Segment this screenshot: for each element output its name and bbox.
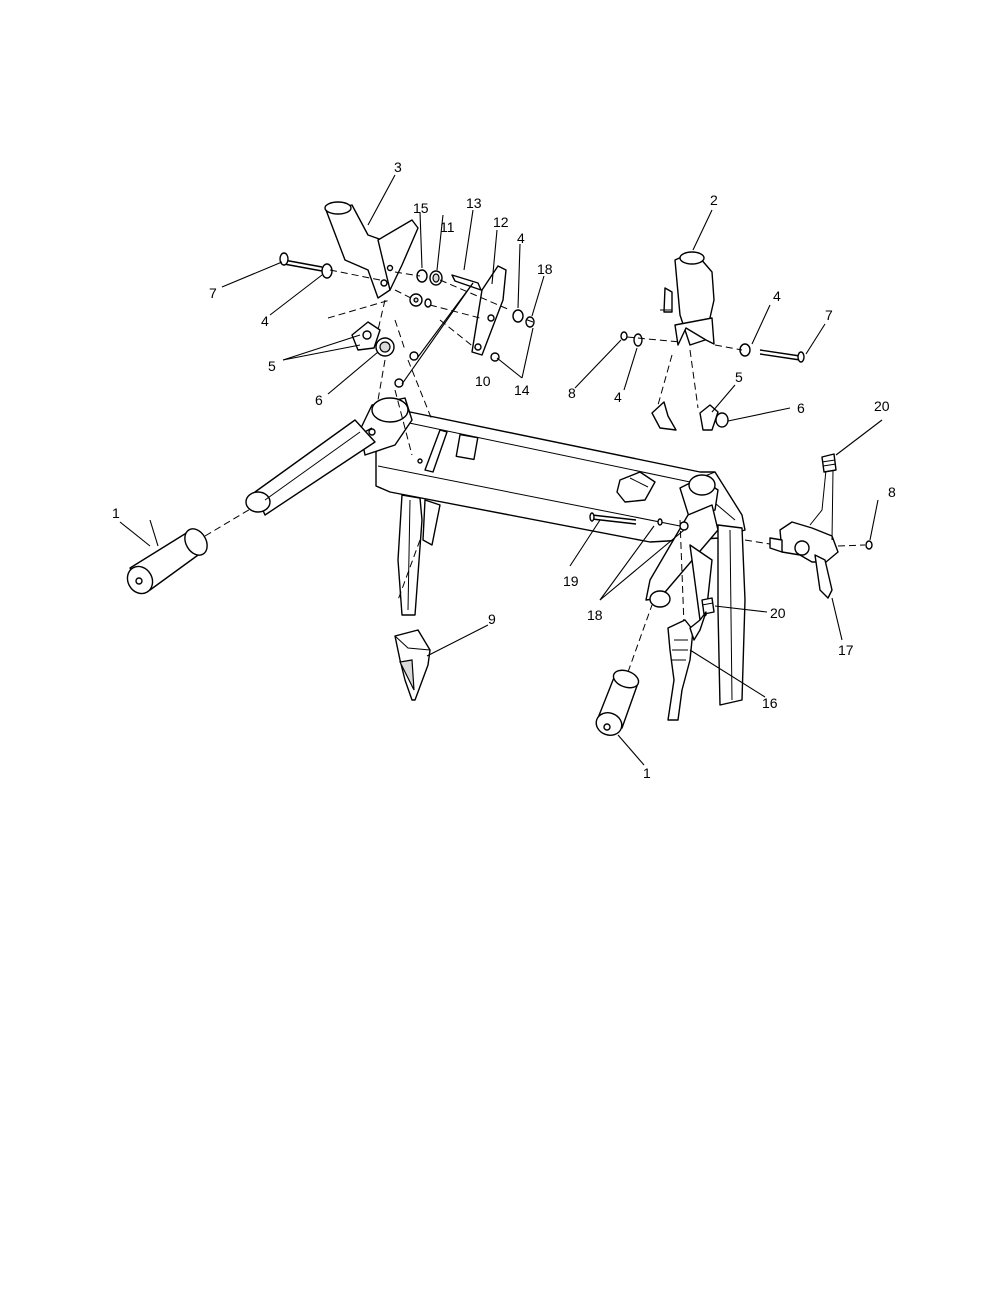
callout-17: 17: [838, 642, 854, 658]
right-handle-grip: [595, 669, 640, 736]
callout-4-b: 4: [517, 230, 525, 246]
callout-10: 10: [475, 373, 491, 389]
callout-9: 9: [488, 611, 496, 627]
callout-16: 16: [762, 695, 778, 711]
handle-frame: [245, 397, 746, 706]
callout-6-left: 6: [315, 392, 323, 408]
callout-12: 12: [493, 214, 509, 230]
callout-5-left: 5: [268, 358, 276, 374]
leader-lines: [119, 174, 883, 766]
left-hardware: [279, 252, 535, 388]
callout-5-right: 5: [735, 369, 743, 385]
callout-1-left: 1: [112, 505, 120, 521]
callout-7-left: 7: [209, 285, 217, 301]
callout-4-a: 4: [261, 313, 269, 329]
center-bolt: [589, 512, 689, 531]
callout-20-b: 20: [770, 605, 786, 621]
callout-4-c: 4: [614, 389, 622, 405]
left-bracket: [471, 265, 507, 356]
callout-labels: 1 1 2 3 4 4 4 4 5 5 6 6 7 7 8 8 9 10 11 …: [112, 159, 896, 781]
callout-2: 2: [710, 192, 718, 208]
left-lower-bracket: [394, 629, 431, 701]
left-assembly-lines: [327, 269, 534, 456]
callout-7-right: 7: [825, 307, 833, 323]
callout-13: 13: [466, 195, 482, 211]
callout-3: 3: [394, 159, 402, 175]
left-control-lever: [324, 201, 419, 299]
callout-6-right: 6: [797, 400, 805, 416]
right-hardware: [620, 331, 805, 431]
callout-1-right: 1: [643, 765, 651, 781]
right-assembly-lines: [626, 336, 743, 626]
callout-15: 15: [413, 200, 429, 216]
right-side-bracket: [769, 469, 873, 599]
right-lower-bracket: [667, 611, 707, 721]
callout-8-right: 8: [888, 484, 896, 500]
callout-19: 19: [563, 573, 579, 589]
cable-fitting-upper: [821, 453, 837, 473]
callout-18-b: 18: [587, 607, 603, 623]
callout-8-left: 8: [568, 385, 576, 401]
callout-4-d: 4: [773, 288, 781, 304]
callout-20-a: 20: [874, 398, 890, 414]
callout-11: 11: [440, 219, 455, 235]
cable-fitting-lower: [701, 597, 715, 615]
callout-18-a: 18: [537, 261, 553, 277]
callout-14: 14: [514, 382, 530, 398]
left-handle-grip: [126, 528, 208, 595]
right-control-lever: [660, 251, 715, 346]
